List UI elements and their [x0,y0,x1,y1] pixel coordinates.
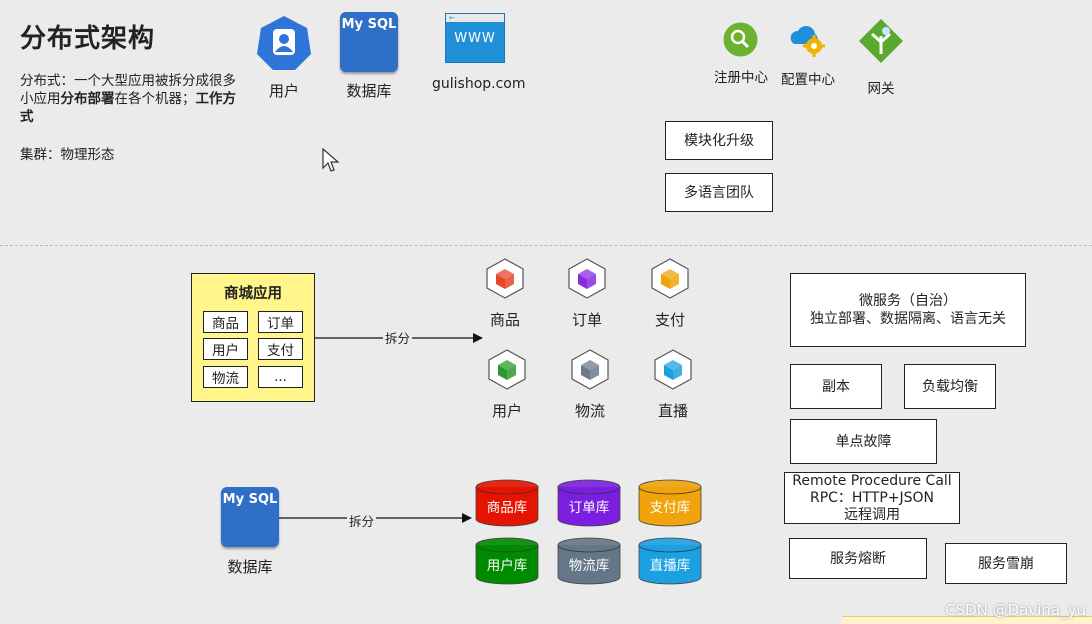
cube-icon [654,349,692,390]
database-label: 物流库 [569,558,610,574]
database-label: 商品库 [487,500,528,516]
mall-cell: 用户 [203,338,248,360]
split-arrow [279,513,472,523]
config-label: 配置中心 [781,72,835,88]
database-label: 数据库 [346,82,392,100]
load-balance-box: 负载均衡 [904,364,996,409]
database-cylinder: 商品库 [475,479,539,531]
mouse-cursor-icon [322,148,340,172]
database-label: 用户库 [487,557,528,574]
database-label: 支付库 [650,500,691,516]
service-label: 用户 [491,402,522,420]
user-icon [257,16,311,70]
mall-cell: 订单 [258,311,303,333]
database-cylinder: 支付库 [638,479,702,531]
mysql-icon: My SQL [221,487,279,547]
note-box-edge [842,616,1092,624]
database-label: 订单库 [569,500,610,516]
database-cylinder: 订单库 [557,479,621,531]
replica-box: 副本 [790,364,882,409]
cube-icon [488,349,526,390]
mysql-icon: My SQL [340,12,398,72]
service-item: 订单 [566,257,608,330]
service-item: 物流 [569,348,611,421]
website-icon: ← WWW [445,13,505,63]
distributed-description: 分布式：一个大型应用被拆分成很多小应用分布部署在各个机器；工作方式 [20,73,236,125]
mall-cell: 支付 [258,338,303,360]
cluster-description: 集群：物理形态 [20,147,115,163]
multilang-team-box: 多语言团队 [665,173,773,212]
service-item: 用户 [486,348,528,421]
service-label: 支付 [654,311,685,329]
cube-icon [486,258,524,299]
service-item: 支付 [649,257,691,330]
split-label: 拆分 [347,511,377,530]
single-point-failure-box: 单点故障 [790,419,937,464]
avalanche-box: 服务雪崩 [945,543,1067,584]
site-label: gulishop.com [432,76,526,92]
user-label: 用户 [268,82,299,100]
service-label: 商品 [489,311,520,329]
mall-app-box: 商城应用 商品 订单 用户 支付 物流 ... [191,273,315,402]
service-label: 订单 [571,311,602,329]
microservice-box: 微服务（自治） 独立部署、数据隔离、语言无关 [790,273,1026,347]
modular-upgrade-box: 模块化升级 [665,121,773,160]
search-icon [723,22,758,57]
database-cylinder: 用户库 [475,537,539,589]
circuit-breaker-box: 服务熔断 [789,538,927,579]
service-label: 直播 [657,402,688,420]
registry-label: 注册中心 [714,70,768,86]
mall-cell: 商品 [203,311,248,333]
service-item: 商品 [484,257,526,330]
cube-icon [571,349,609,390]
service-label: 物流 [574,402,605,420]
cube-icon [568,258,606,299]
rpc-box: Remote Procedure Call RPC：HTTP+JSON 远程调用 [784,472,960,524]
mall-title: 商城应用 [224,286,282,302]
watermark: CSDN @Davina_yu [945,601,1086,619]
database-cylinder: 直播库 [638,537,702,589]
gateway-icon [859,19,903,63]
split-label: 拆分 [383,328,413,347]
service-item: 直播 [652,348,694,421]
mall-cell: ... [258,366,303,388]
database-label: 直播库 [650,558,691,574]
mall-cell: 物流 [203,366,248,388]
database-label: 数据库 [227,558,273,576]
divider [0,245,1092,246]
gateway-label: 网关 [867,81,895,97]
cube-icon [651,258,689,299]
page-title: 分布式架构 [20,24,156,54]
database-cylinder: 物流库 [557,537,621,589]
cloud-gear-icon [790,26,825,57]
